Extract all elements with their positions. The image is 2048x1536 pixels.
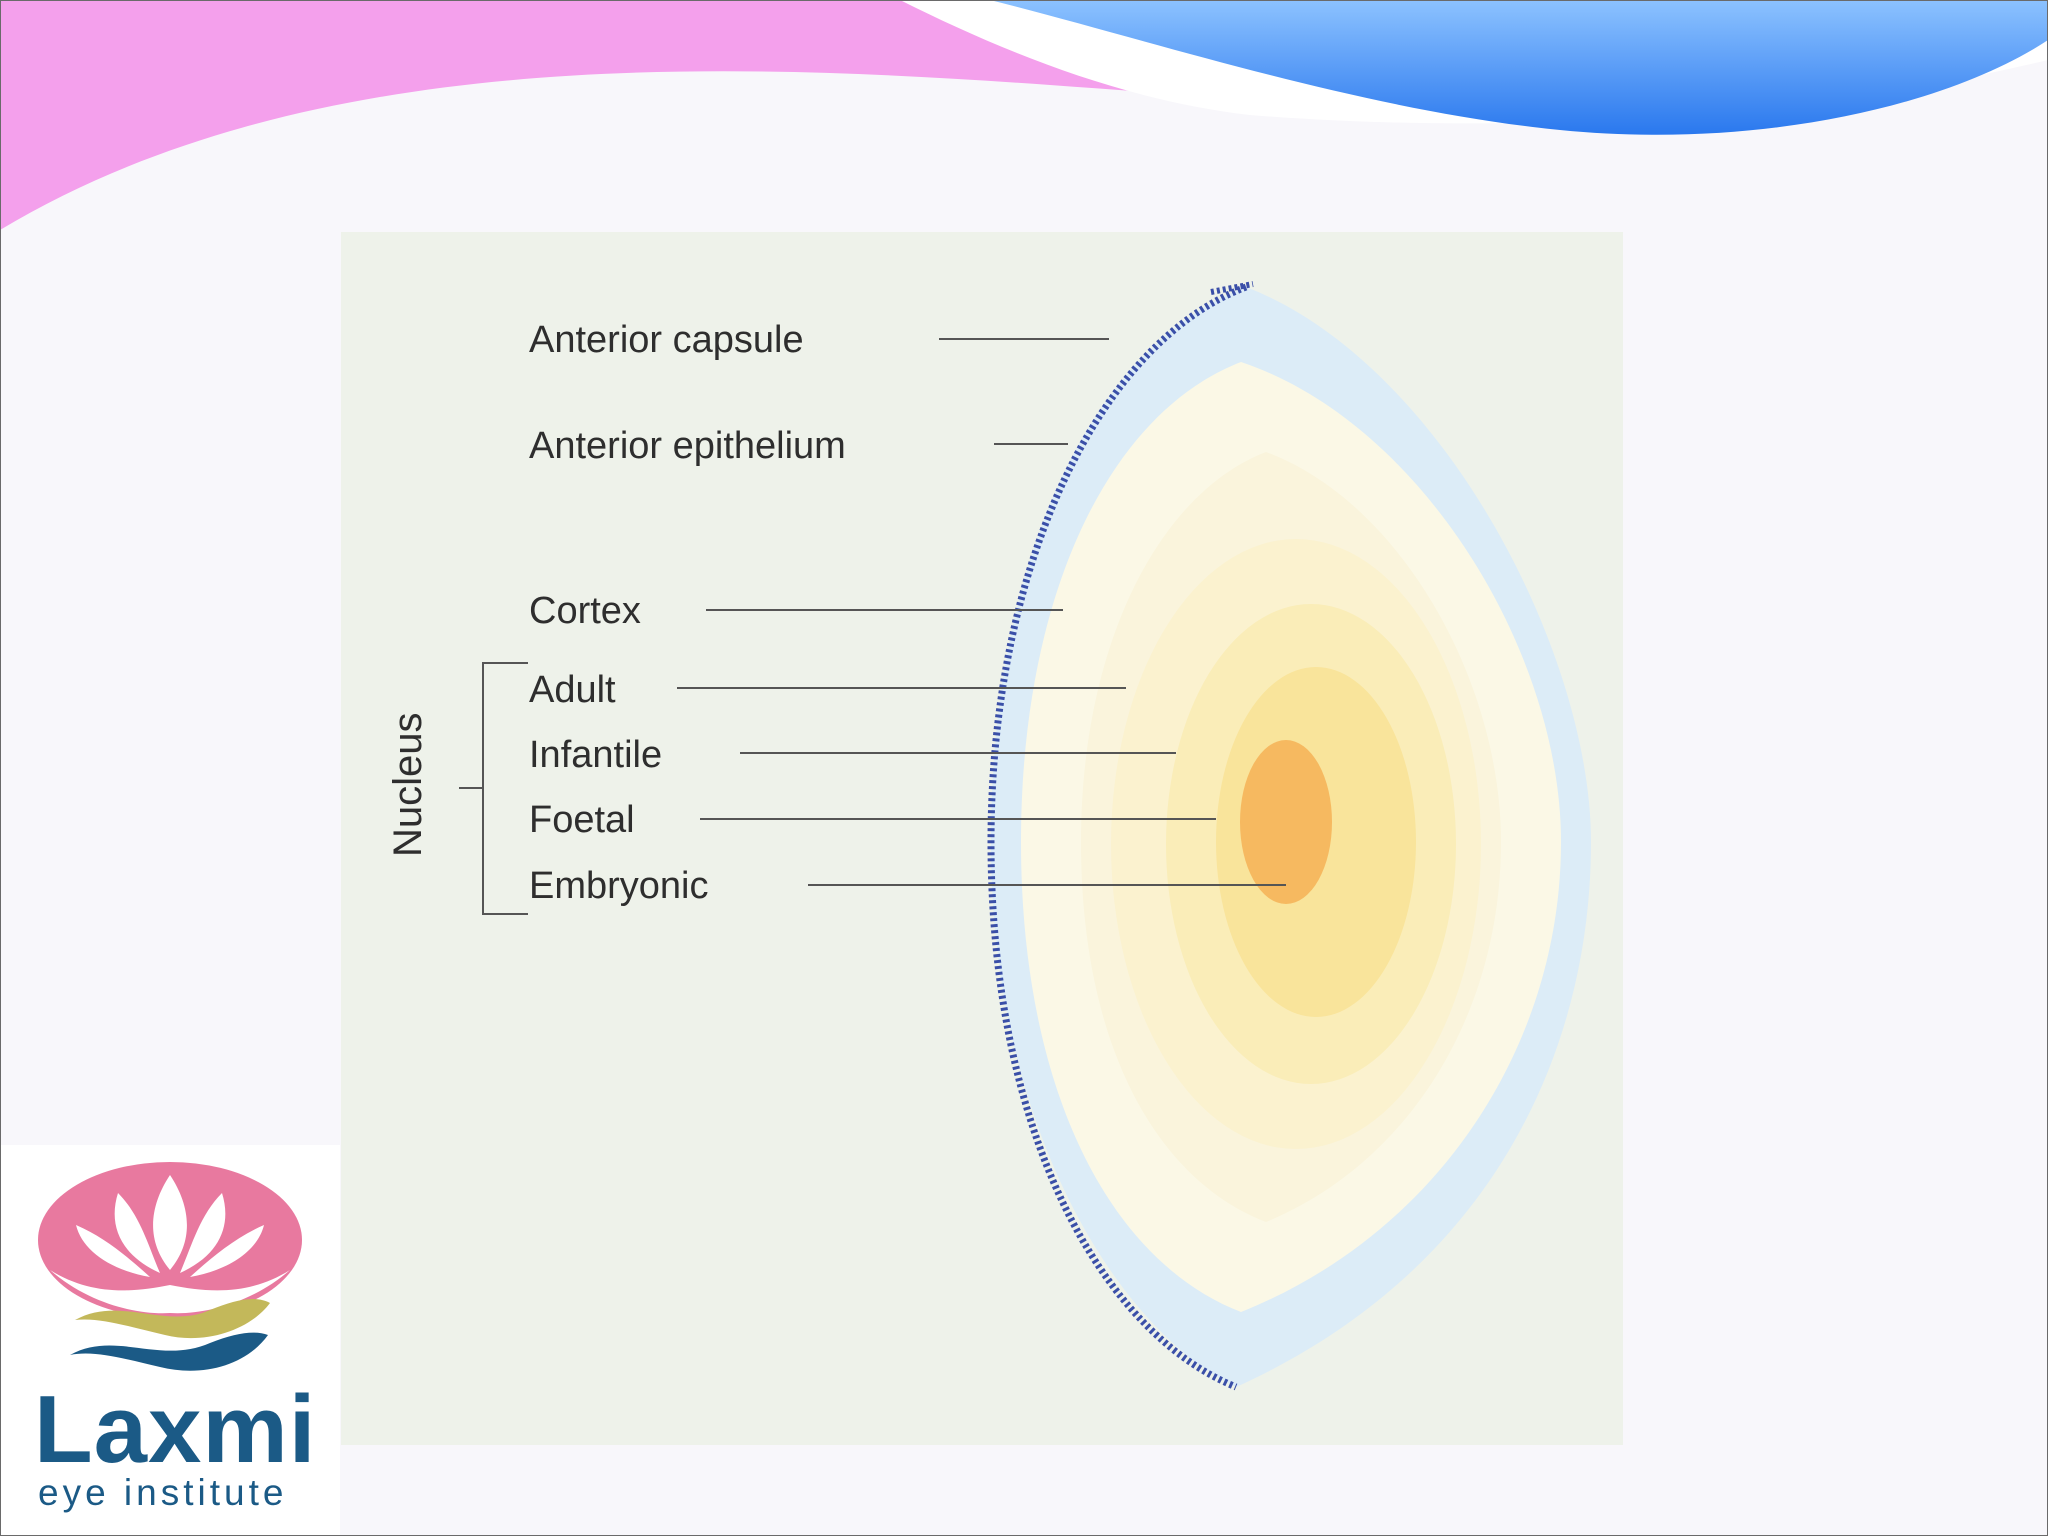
header-blue-wave: [990, 0, 2048, 135]
embryonic-nucleus: [1240, 740, 1332, 904]
logo-name: Laxmi: [34, 1376, 317, 1483]
label-embryonic: Embryonic: [529, 865, 709, 907]
lotus-icon: [50, 1175, 290, 1314]
logo-tagline: eye institute: [38, 1472, 288, 1513]
laxmi-logo: [0, 1145, 340, 1536]
label-infantile: Infantile: [529, 734, 662, 776]
nucleus-bracket: [459, 662, 528, 915]
label-adult: Adult: [529, 669, 616, 711]
logo-blue-wave: [70, 1332, 268, 1371]
lens-anatomy-diagram: Anterior capsule Anterior epithelium Cor…: [341, 232, 1623, 1445]
logo-gold-wave: [75, 1299, 270, 1339]
label-anterior-epithelium: Anterior epithelium: [529, 425, 846, 467]
label-nucleus: Nucleus: [386, 712, 430, 857]
label-foetal: Foetal: [529, 799, 635, 841]
label-cortex: Cortex: [529, 590, 641, 632]
label-anterior-capsule: Anterior capsule: [529, 319, 804, 361]
anterior-epithelium-line: [987, 283, 1248, 1391]
